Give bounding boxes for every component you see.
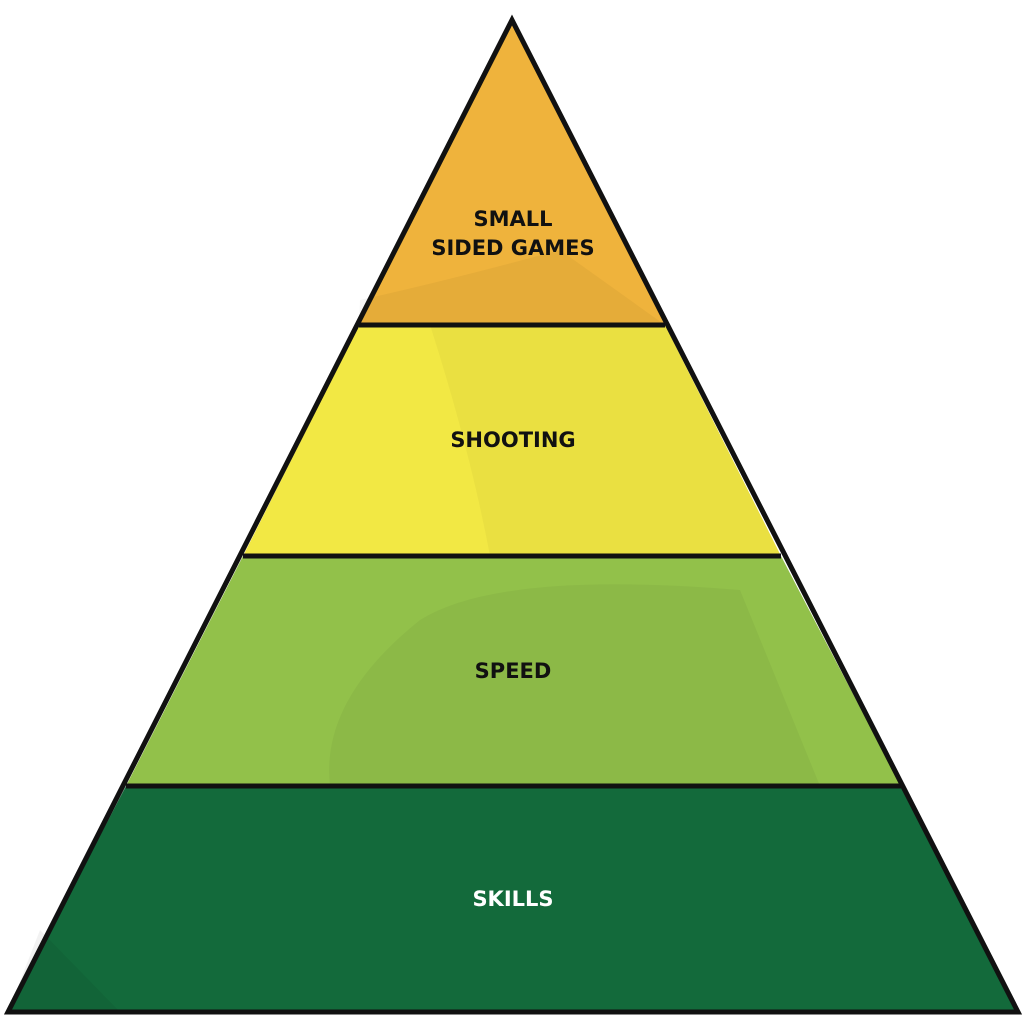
label-speed: SPEED: [475, 659, 552, 683]
label-small: SMALL: [473, 207, 552, 231]
level-speed: [126, 556, 901, 786]
label-skills: SKILLS: [472, 887, 553, 911]
texture-shape: [329, 584, 820, 786]
level-shooting: [243, 325, 781, 556]
level-skills: [8, 786, 1018, 1012]
pyramid-outline: [3, 14, 1023, 1015]
texture-shape: [359, 250, 665, 325]
label-sided-games: SIDED GAMES: [431, 236, 594, 260]
texture-shape: [8, 930, 120, 1012]
label-shooting: SHOOTING: [450, 428, 575, 452]
level-small-sided-games: [359, 20, 665, 325]
